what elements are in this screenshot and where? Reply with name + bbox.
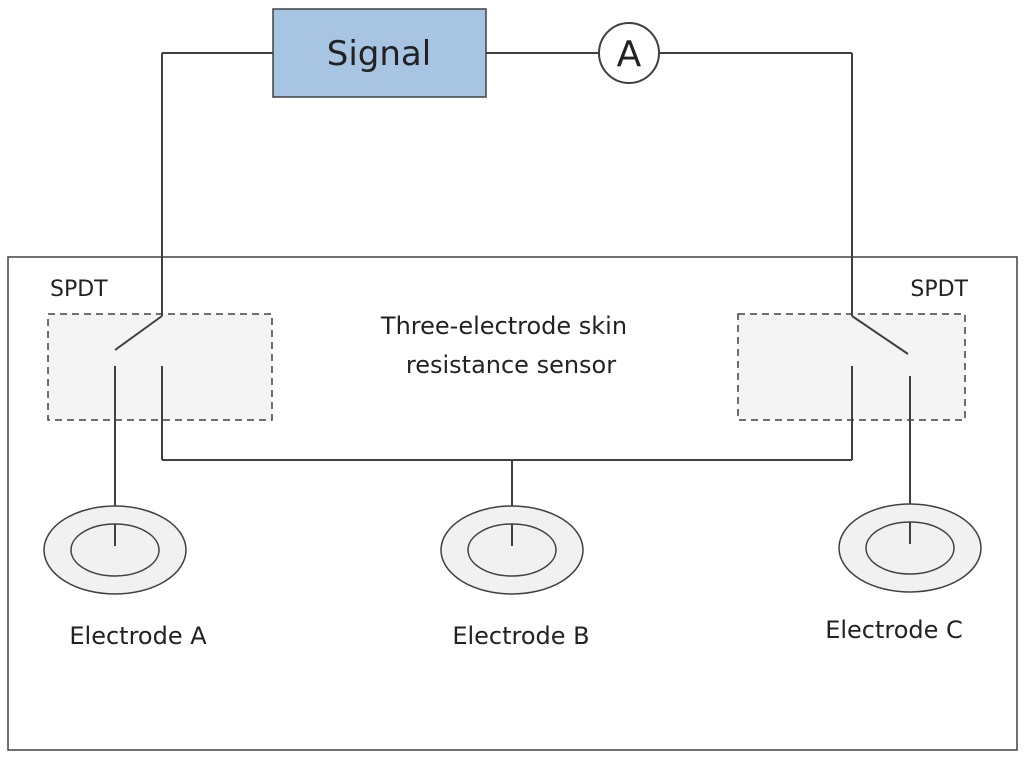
spdt-left-label: SPDT (50, 277, 108, 302)
spdt-left-blade (114, 315, 163, 351)
spdt-left-switch (47, 313, 273, 421)
electrode-b-label: Electrode B (452, 622, 589, 650)
signal-source (272, 8, 487, 98)
spdt-right-label: SPDT (910, 277, 968, 302)
signal-label: Signal (327, 34, 431, 74)
sensor-title-line1: Three-electrode skin (380, 312, 627, 340)
electrode-a-label: Electrode A (69, 622, 207, 650)
electrode-c-label: Electrode C (825, 616, 963, 644)
spdt-right-blade (851, 315, 909, 355)
electrode-a (43, 505, 187, 595)
electrode-b (440, 505, 584, 595)
ammeter (598, 22, 660, 84)
electrode-c (838, 503, 982, 593)
ammeter-label: A (617, 34, 642, 75)
sensor-title-line2: resistance sensor (406, 351, 616, 379)
